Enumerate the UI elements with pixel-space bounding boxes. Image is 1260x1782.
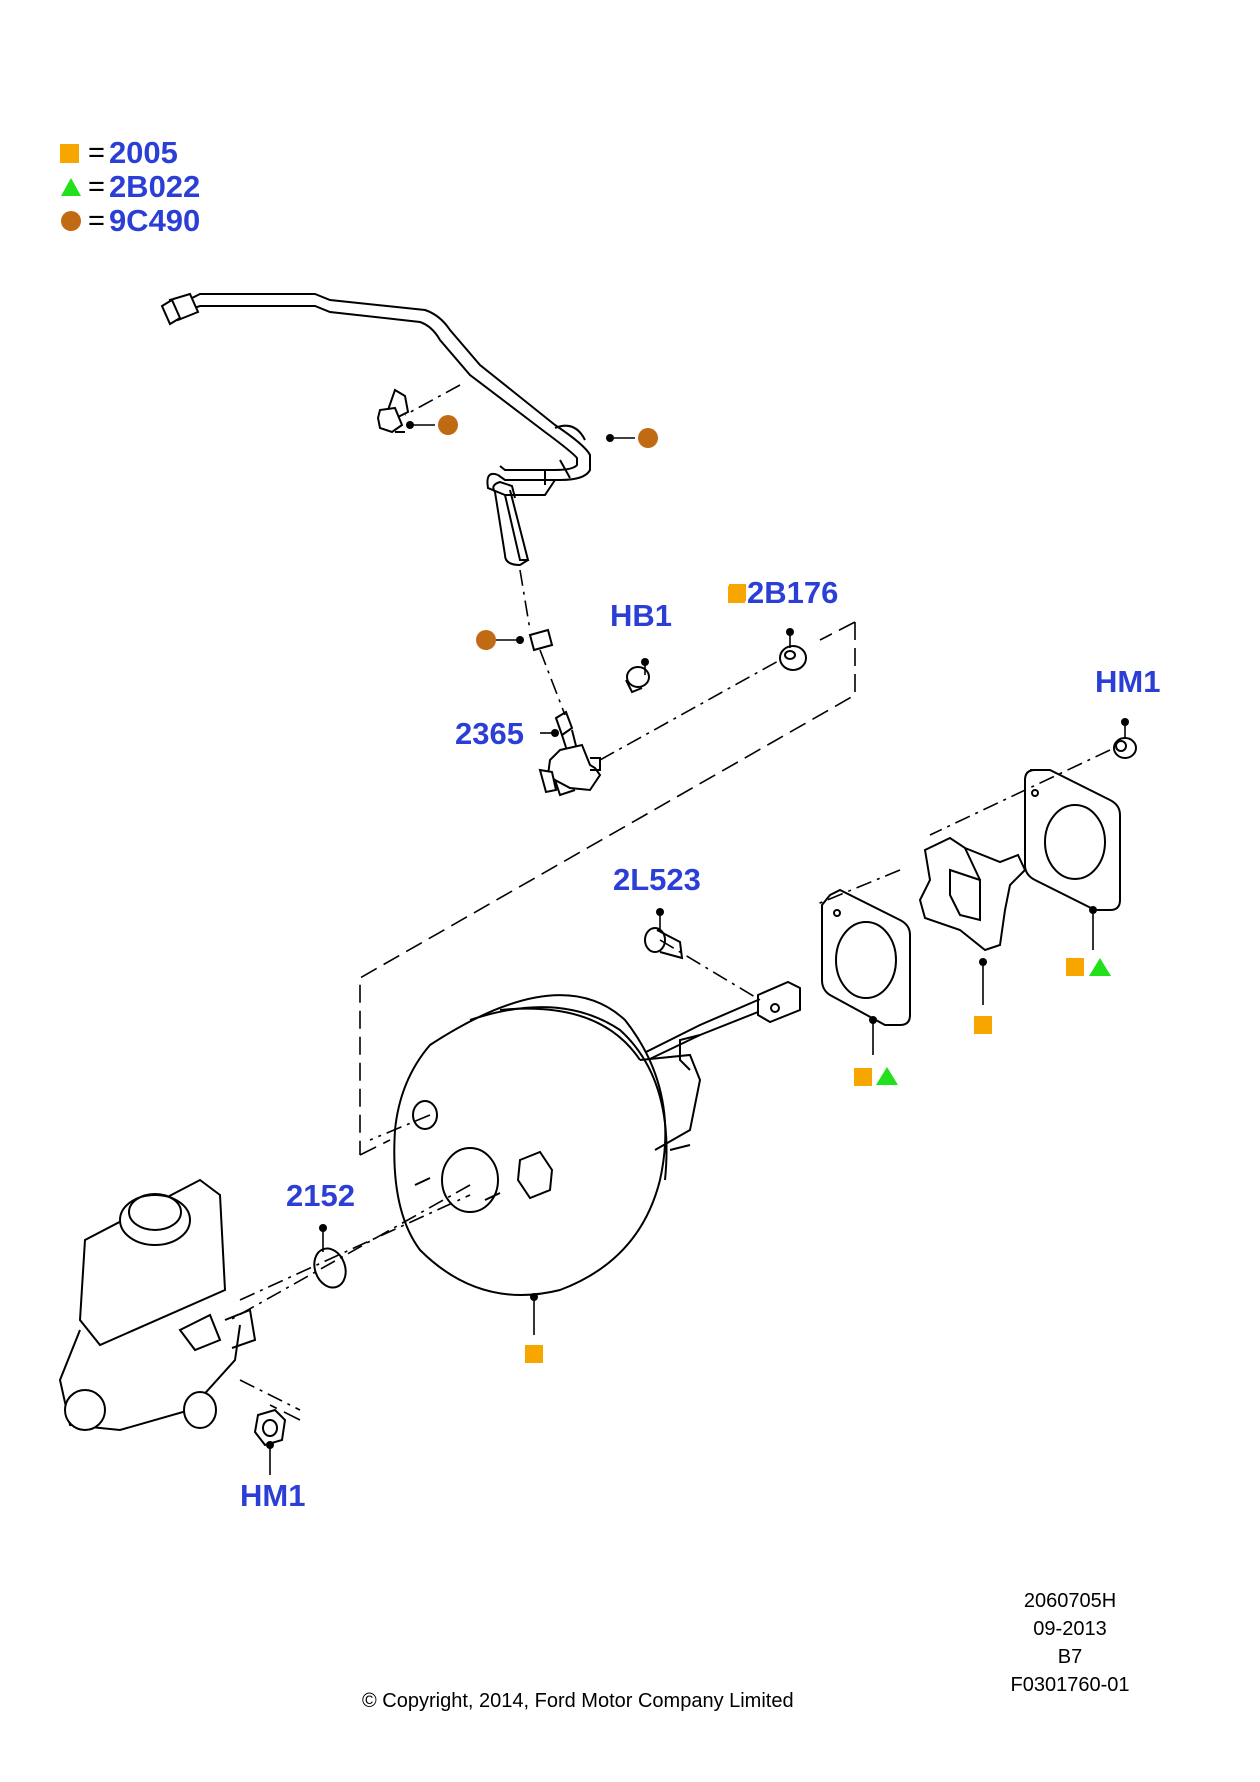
cap-hb1 — [625, 666, 650, 694]
routing-boundary — [269, 621, 856, 1421]
marker-circle — [638, 428, 658, 448]
callout-hm1-top[interactable]: HM1 — [1095, 664, 1161, 699]
vacuum-hose — [160, 292, 591, 567]
marker-triangle — [1089, 958, 1111, 976]
square-icon — [728, 586, 745, 603]
small-clip — [528, 628, 554, 652]
legend-row-9c490: = 9C490 — [60, 203, 201, 238]
callout-2152[interactable]: 2152 — [286, 1178, 355, 1213]
callout-2l523[interactable]: 2L523 — [613, 862, 701, 897]
spacer — [918, 836, 1027, 952]
legend-row-2005: = 2005 — [60, 135, 200, 170]
square-icon — [60, 143, 79, 163]
gasket-plate — [1024, 769, 1121, 911]
legend-equals: = — [88, 136, 105, 169]
seal-2152 — [313, 1247, 347, 1289]
legend-equals: = — [88, 204, 105, 237]
marker-square — [1066, 958, 1084, 976]
circle-icon — [61, 211, 81, 231]
legend-equals: = — [88, 170, 105, 203]
illustration-number: 2060705H — [1023, 1590, 1117, 1612]
nut-hm1-bottom — [253, 1408, 287, 1447]
pin-2l523 — [644, 927, 684, 960]
figure-number: F0301760-01 — [1010, 1674, 1130, 1696]
legend-row-2b022: = 2B022 — [60, 169, 201, 204]
vacuum-sensor — [538, 710, 602, 797]
marker-square — [854, 1068, 872, 1086]
marker-square — [974, 1016, 992, 1034]
callout-2b176-label: 2B176 — [747, 575, 839, 610]
leader-dots — [266, 421, 1129, 1449]
hose-clip — [376, 388, 410, 434]
triangle-icon — [61, 178, 81, 196]
legend-code: 2B022 — [108, 169, 201, 204]
legend: = 2005 = 2B022 = 9C490 — [60, 135, 201, 238]
callout-2b176[interactable]: 2B176 — [728, 575, 838, 611]
marker-circle — [476, 630, 496, 650]
issue-date: 09-2013 — [1033, 1618, 1107, 1640]
callout-2365[interactable]: 2365 — [455, 716, 524, 751]
marker-triangle — [876, 1067, 898, 1085]
assembly-lines — [229, 384, 1111, 1411]
legend-code: 2005 — [108, 135, 178, 170]
copyright: © Copyright, 2014, Ford Motor Company Li… — [362, 1690, 794, 1712]
callout-hb1[interactable]: HB1 — [610, 598, 673, 633]
callout-hm1-bottom[interactable]: HM1 — [240, 1478, 306, 1513]
marker-square — [525, 1345, 543, 1363]
washer-2b176 — [779, 645, 807, 671]
gasket-plate — [821, 888, 911, 1026]
marker-circle — [438, 415, 458, 435]
legend-code: 9C490 — [108, 203, 201, 238]
brake-booster — [393, 994, 702, 1296]
group-code: B7 — [1057, 1646, 1083, 1668]
leader-lines — [269, 424, 1126, 1475]
master-cylinder — [58, 1178, 257, 1432]
nut-hm1-top — [1113, 737, 1137, 759]
